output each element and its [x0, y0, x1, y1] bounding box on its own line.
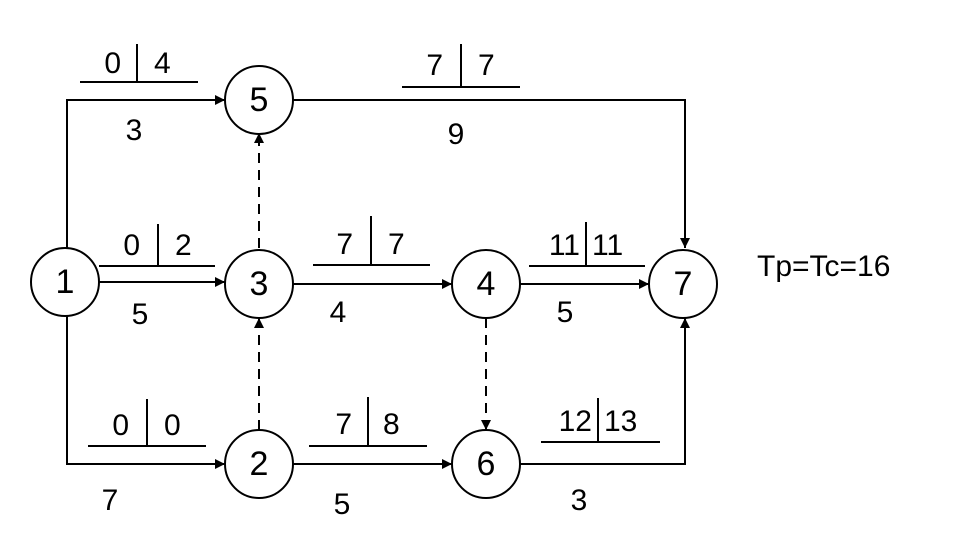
- duration-5-7: 9: [448, 118, 465, 151]
- duration-1-3: 5: [132, 298, 149, 331]
- late-start-5-7: 7: [478, 49, 495, 82]
- early-start-4-7: 11: [549, 229, 580, 262]
- time-box-3-4: 7 7: [313, 216, 430, 266]
- late-start-1-3: 2: [175, 229, 192, 262]
- duration-2-6: 5: [334, 488, 351, 521]
- node-4: 4: [451, 249, 521, 319]
- node-7-label: 7: [674, 265, 693, 303]
- edge-5-7: [293, 99, 690, 248]
- duration-4-7: 5: [557, 296, 574, 329]
- duration-1-2: 7: [102, 484, 119, 517]
- time-box-4-7: 11 11: [529, 222, 645, 267]
- node-3: 3: [224, 249, 294, 319]
- early-start-1-5: 0: [104, 47, 121, 80]
- node-3-label: 3: [250, 265, 269, 303]
- early-start-5-7: 7: [426, 49, 443, 82]
- duration-6-7: 3: [571, 484, 588, 517]
- node-6: 6: [451, 429, 521, 499]
- dummy-edges: [254, 133, 491, 430]
- early-start-3-4: 7: [336, 228, 353, 261]
- late-start-1-2: 0: [164, 409, 181, 442]
- edge-1-5: [66, 95, 225, 248]
- node-4-label: 4: [477, 265, 496, 303]
- time-box-2-6: 7 8: [309, 397, 427, 447]
- time-box-1-5: 0 4: [80, 44, 198, 83]
- late-start-2-6: 8: [383, 408, 400, 441]
- time-annotations: 0 4 7 7 0 2 7 7 11 11: [80, 44, 660, 447]
- duration-1-5: 3: [126, 114, 143, 147]
- late-start-4-7: 11: [592, 229, 623, 262]
- late-start-3-4: 7: [388, 228, 405, 261]
- time-box-5-7: 7 7: [402, 44, 520, 88]
- nodes: 1 2 3 4 5 6 7: [30, 65, 718, 499]
- early-start-2-6: 7: [335, 408, 352, 441]
- project-time-annotation: Tp=Tc=16: [757, 250, 890, 283]
- duration-3-4: 4: [330, 296, 347, 329]
- time-box-1-3: 0 2: [99, 224, 215, 267]
- node-7: 7: [648, 249, 718, 319]
- late-start-6-7: 13: [604, 405, 637, 438]
- time-box-1-2: 0 0: [88, 399, 206, 447]
- activity-edges: [66, 95, 690, 469]
- node-2: 2: [224, 429, 294, 499]
- time-box-6-7: 12 13: [541, 398, 660, 443]
- node-1-label: 1: [56, 263, 75, 301]
- node-5-label: 5: [250, 81, 269, 119]
- edge-6-7: [520, 318, 690, 465]
- early-start-6-7: 12: [559, 405, 592, 438]
- node-1: 1: [30, 247, 100, 317]
- node-2-label: 2: [250, 445, 269, 483]
- edge-1-2: [66, 316, 225, 469]
- early-start-1-3: 0: [123, 229, 140, 262]
- node-5: 5: [224, 65, 294, 135]
- node-6-label: 6: [477, 445, 496, 483]
- late-start-1-5: 4: [154, 47, 171, 80]
- early-start-1-2: 0: [112, 409, 129, 442]
- durations: 3 9 5 4 5 7 5 3: [102, 114, 588, 521]
